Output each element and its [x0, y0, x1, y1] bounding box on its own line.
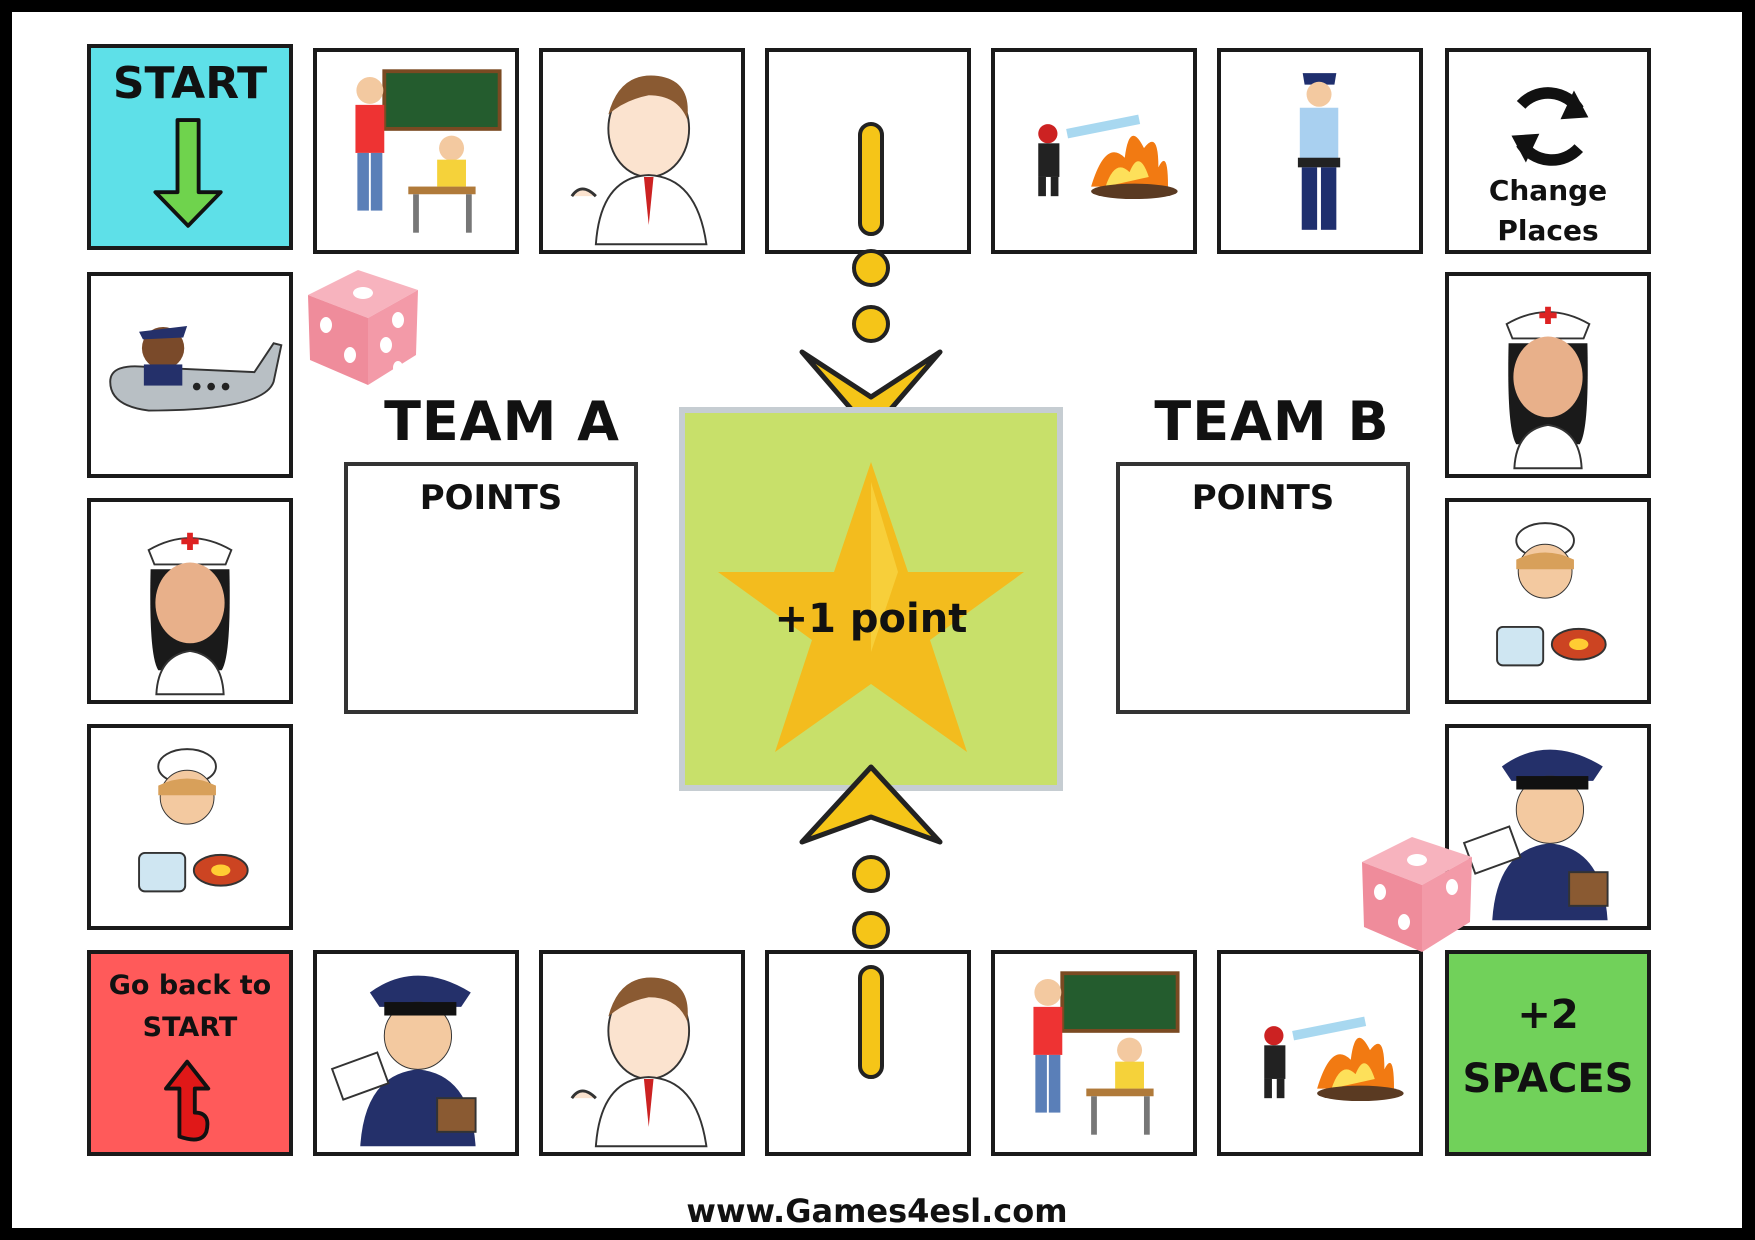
team-a-points-box[interactable]: POINTS [344, 462, 638, 714]
chef-icon [1496, 522, 1607, 667]
tile-lane-bottom [765, 950, 971, 1156]
game-board: START [12, 12, 1742, 1230]
down-chevron-arrow-icon [799, 349, 943, 435]
plus-two-line2: SPACES [1462, 1056, 1634, 1102]
nurse-icon [147, 532, 233, 696]
mail-carrier-icon [1462, 749, 1609, 921]
tile-teacher[interactable] [313, 48, 519, 254]
dice-icon[interactable] [298, 260, 428, 390]
lane-dot [852, 249, 890, 287]
change-places-line1: Change [1488, 174, 1608, 207]
change-places-line2: Places [1497, 214, 1599, 247]
mail-carrier-icon [330, 975, 477, 1147]
firefighter-icon [1038, 114, 1178, 200]
plus-two-spaces-tile[interactable]: +2 SPACES [1445, 950, 1651, 1156]
tile-mail-carrier-right[interactable] [1445, 724, 1651, 930]
nurse-icon [1505, 306, 1591, 470]
go-back-tile[interactable]: Go back to START [87, 950, 293, 1156]
team-b-points-label: POINTS [1191, 478, 1335, 518]
dice-icon[interactable] [1352, 827, 1482, 957]
footer-website: www.Games4esl.com [686, 1192, 1068, 1230]
tile-doctor-bottom[interactable] [539, 950, 745, 1156]
tile-teacher-bottom[interactable] [991, 950, 1197, 1156]
refresh-icon [1511, 87, 1589, 166]
start-tile[interactable]: START [87, 44, 293, 250]
doctor-icon [570, 75, 708, 246]
tile-lane-top [765, 48, 971, 254]
tile-pilot[interactable] [87, 272, 293, 478]
tile-mail-carrier-bottom[interactable] [313, 950, 519, 1156]
tile-nurse-right[interactable] [1445, 272, 1651, 478]
tile-nurse-left[interactable] [87, 498, 293, 704]
down-arrow-icon [153, 118, 223, 228]
police-officer-icon [1297, 73, 1341, 230]
team-b-title: TEAM B [1154, 390, 1390, 453]
lane-dot [852, 911, 890, 949]
center-point-label: +1 point [774, 596, 968, 642]
team-b-points-box[interactable]: POINTS [1116, 462, 1410, 714]
team-a-points-label: POINTS [419, 478, 563, 518]
up-chevron-arrow-icon [799, 764, 943, 845]
u-turn-arrow-icon [164, 1059, 211, 1142]
plus-two-line1: +2 [1517, 992, 1579, 1038]
team-a-title: TEAM A [384, 390, 620, 453]
tile-firefighter-bottom[interactable] [1217, 950, 1423, 1156]
tile-doctor[interactable] [539, 48, 745, 254]
tile-chef-left[interactable] [87, 724, 293, 930]
change-places-tile[interactable]: Change Places [1445, 48, 1651, 254]
chef-icon [138, 748, 249, 893]
firefighter-icon [1264, 1016, 1404, 1102]
start-label: START [112, 58, 268, 109]
tile-police-officer[interactable] [1217, 48, 1423, 254]
doctor-icon [570, 977, 708, 1148]
teacher-icon [1033, 971, 1180, 1135]
teacher-icon [355, 69, 502, 233]
lane-dot [852, 855, 890, 893]
go-back-line1: Go back to [108, 970, 272, 1001]
tile-chef-right[interactable] [1445, 498, 1651, 704]
lane-dot [852, 305, 890, 343]
pilot-icon [109, 325, 283, 412]
go-back-line2: START [142, 1012, 238, 1043]
tile-firefighter[interactable] [991, 48, 1197, 254]
